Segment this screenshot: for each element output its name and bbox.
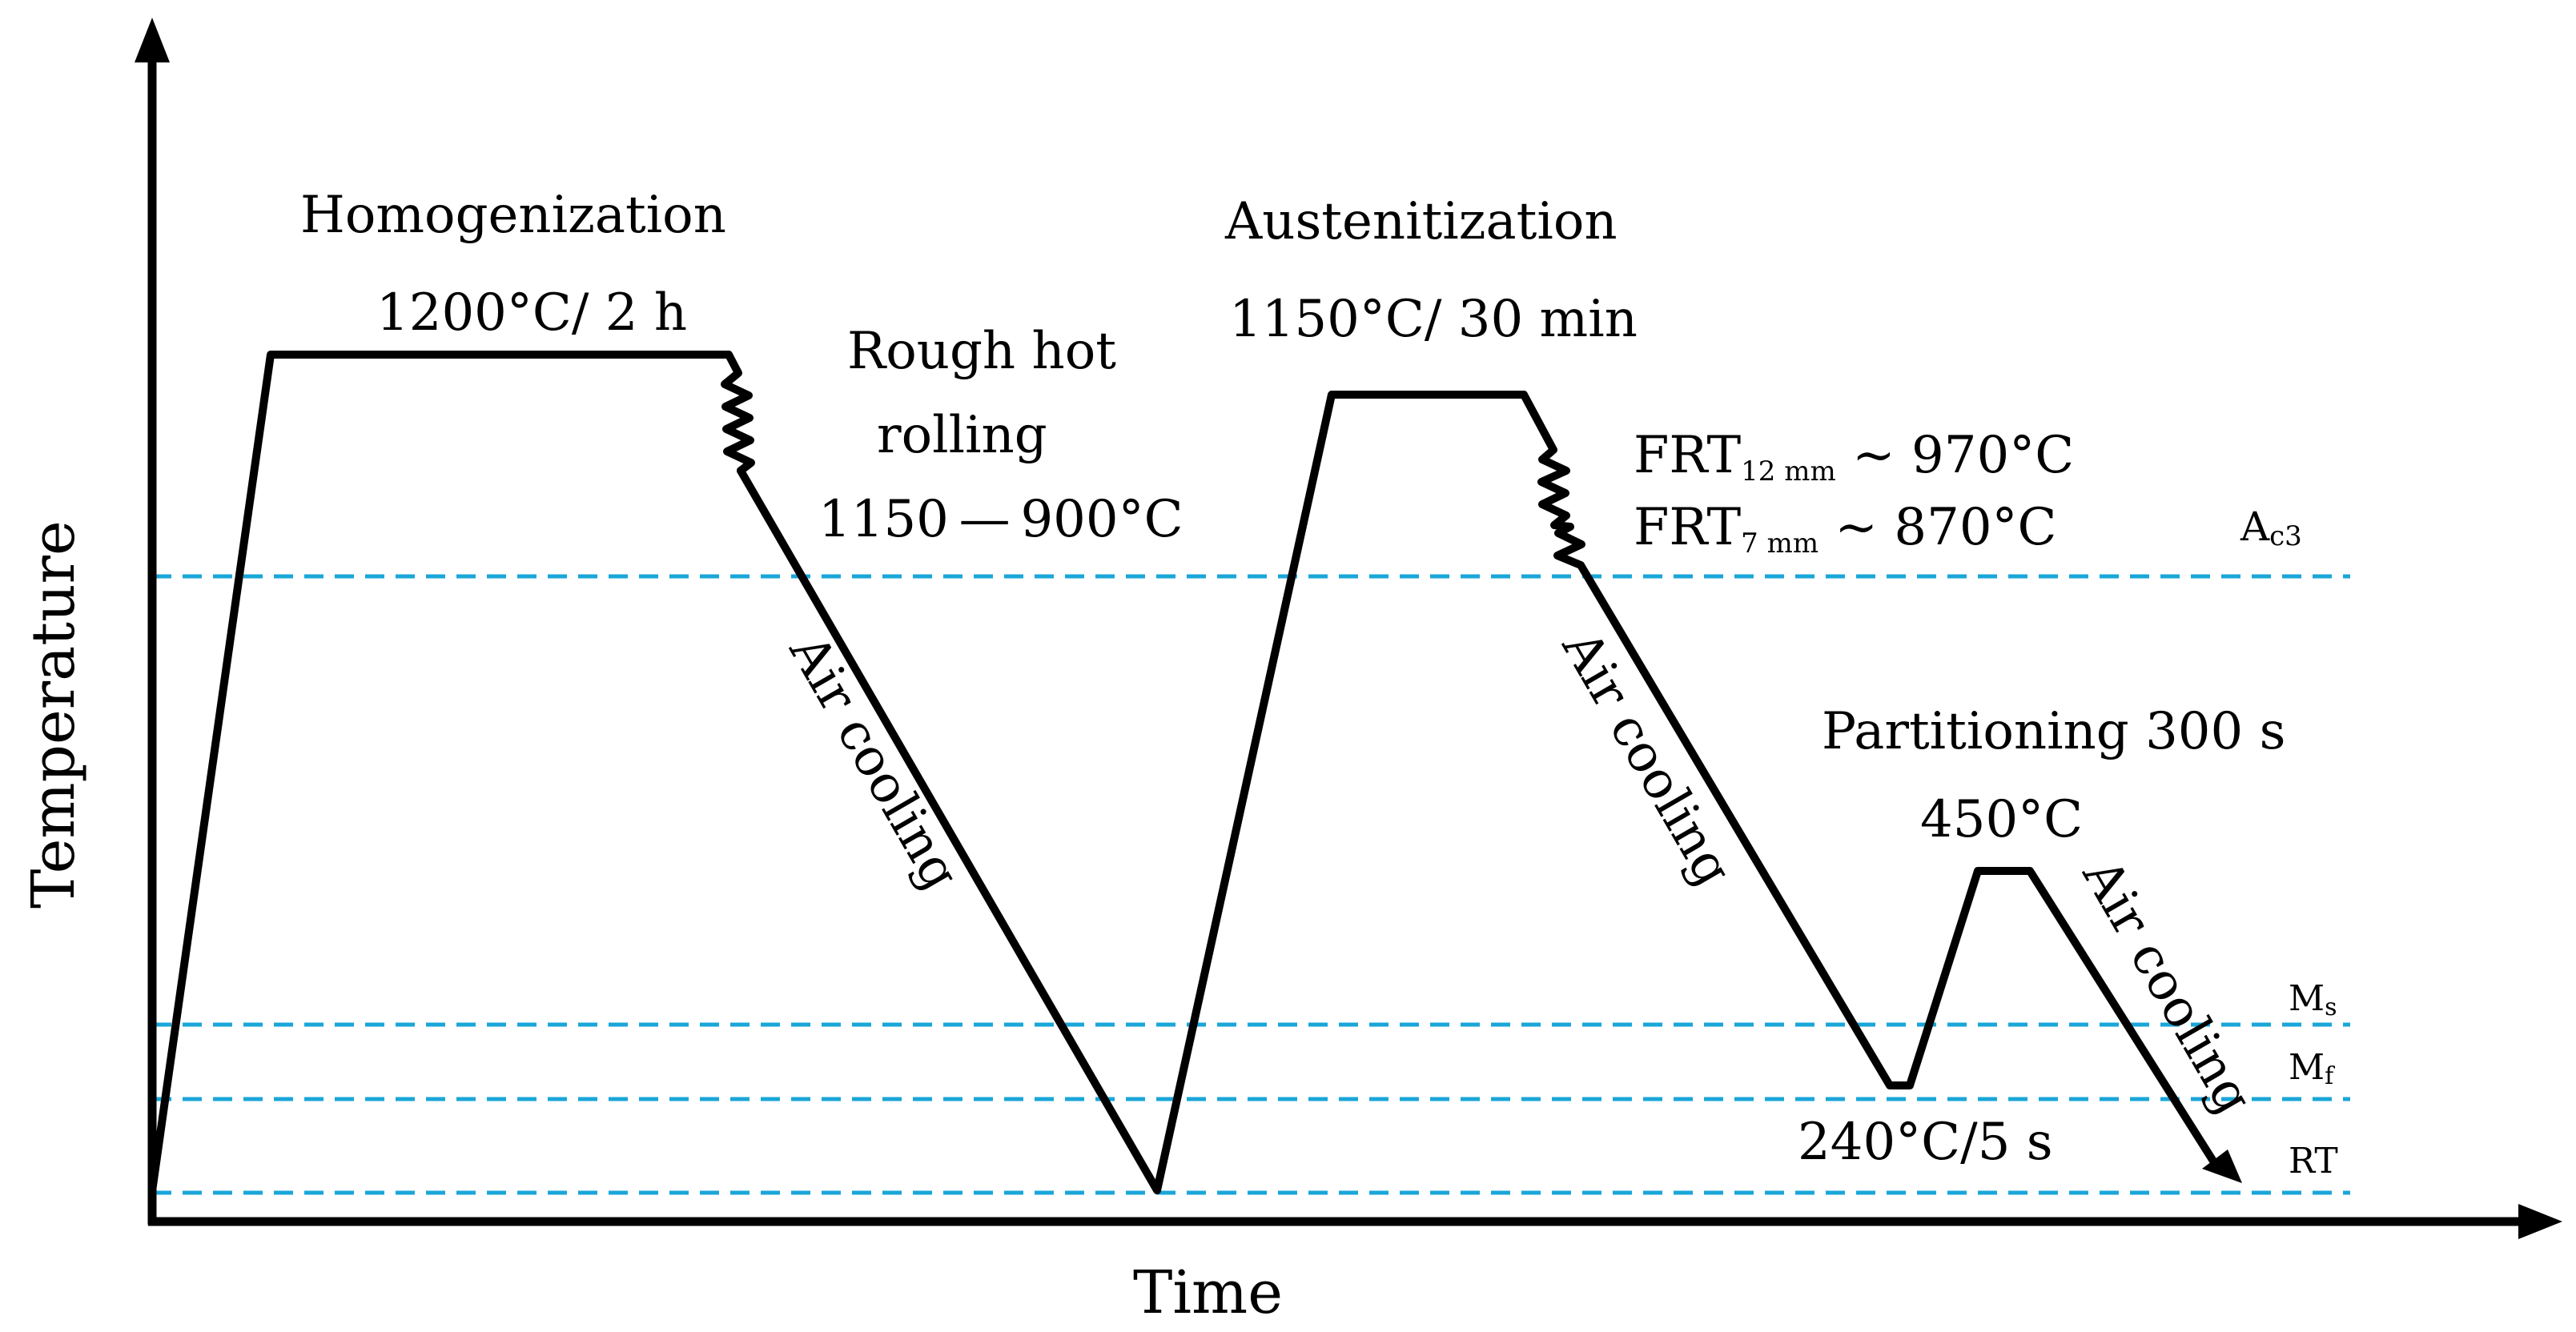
homogenization-title: Homogenization: [300, 186, 726, 245]
partitioning-title: Partitioning 300 s: [1822, 702, 2285, 761]
air-cooling-label-1: Air cooling: [778, 624, 971, 900]
final-cooling-arrowhead: [2202, 1149, 2242, 1183]
partitioning-temp: 450°C: [1920, 790, 2083, 849]
homogenization-segment: [148, 351, 733, 1195]
rt-label: RT: [2289, 1141, 2338, 1182]
quench-condition: 240°C/5 s: [1798, 1113, 2053, 1172]
finish-rolling-zigzag: [1520, 391, 1585, 569]
mf-label: Mf: [2289, 1047, 2335, 1090]
ac3-label: Ac3: [2240, 504, 2302, 552]
homogenization-condition: 1200°C/ 2 h: [376, 283, 687, 343]
temperature-profile: [148, 351, 2222, 1195]
austenitization-title: Austenitization: [1224, 192, 1618, 251]
y-axis-arrowhead: [135, 18, 170, 62]
rough-rolling-line1: Rough hot: [847, 322, 1116, 381]
rough-rolling-line2: rolling: [877, 406, 1047, 465]
rough-rolling-range: 1150 — 900°C: [818, 490, 1184, 549]
y-axis-title: Temperature: [19, 520, 88, 909]
ms-label: Ms: [2289, 978, 2337, 1021]
x-axis-arrowhead: [2518, 1204, 2562, 1239]
cooling-reheat-segment: [737, 391, 1528, 1194]
frt-12mm-label: FRT12 mm ~ 970°C: [1634, 426, 2074, 487]
rough-rolling-zigzag: [721, 351, 755, 475]
austenitization-condition: 1150°C/ 30 min: [1229, 290, 1638, 349]
frt-7mm-label: FRT7 mm ~ 870°C: [1634, 498, 2057, 560]
x-axis-title: Time: [1133, 1258, 1283, 1327]
quench-partition-segment: [1577, 561, 2222, 1173]
air-cooling-label-2: Air cooling: [1550, 620, 1743, 896]
